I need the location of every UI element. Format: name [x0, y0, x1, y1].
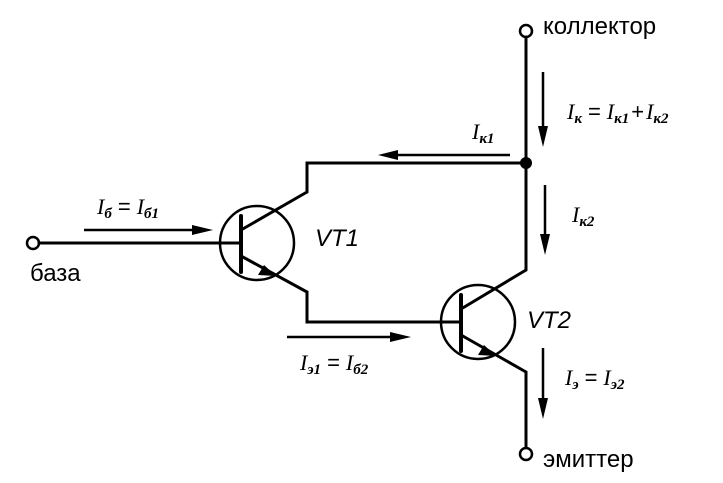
vt1-label: VT1 [315, 225, 360, 252]
vt2-emitter-lead [459, 333, 528, 374]
base-label: база [30, 260, 81, 287]
current-ik1-label: Iк1 [472, 119, 495, 147]
collector-label: коллектор [543, 13, 657, 40]
arrow-ik2 [540, 185, 550, 255]
vt2-body [439, 283, 517, 361]
arrow-ie [538, 348, 548, 419]
collector-terminal[interactable] [518, 23, 534, 39]
vt2-transistor [439, 268, 528, 374]
current-ik-label: Iк=Iк1+Iк2 [567, 99, 669, 127]
vt2-label: VT2 [527, 307, 572, 334]
emitter-terminal[interactable] [518, 446, 534, 462]
vt2-collector-lead [459, 268, 528, 311]
emitter-label: эмиттер [543, 446, 634, 473]
vt1-collector-lead [239, 190, 309, 232]
vt1-emitter-arrow [258, 265, 276, 276]
arrow-ib [84, 225, 213, 235]
vt1-collector-wire [305, 161, 528, 194]
current-ie-label: Iэ=Iэ2 [565, 365, 625, 393]
current-ib-label: Iб=Iб1 [97, 194, 160, 222]
current-ie1-label: Iэ1=Iб2 [300, 350, 369, 378]
vt1-emitter-lead [239, 254, 309, 294]
current-ik2-label: Iк2 [572, 202, 595, 230]
vt2-emitter-arrow [478, 345, 496, 356]
vt1-emitter-to-vt2-base-wire [305, 290, 463, 324]
base-terminal[interactable] [25, 235, 41, 251]
arrow-ik [538, 72, 548, 147]
arrow-ik1 [378, 150, 510, 160]
arrow-ie1 [287, 332, 411, 342]
